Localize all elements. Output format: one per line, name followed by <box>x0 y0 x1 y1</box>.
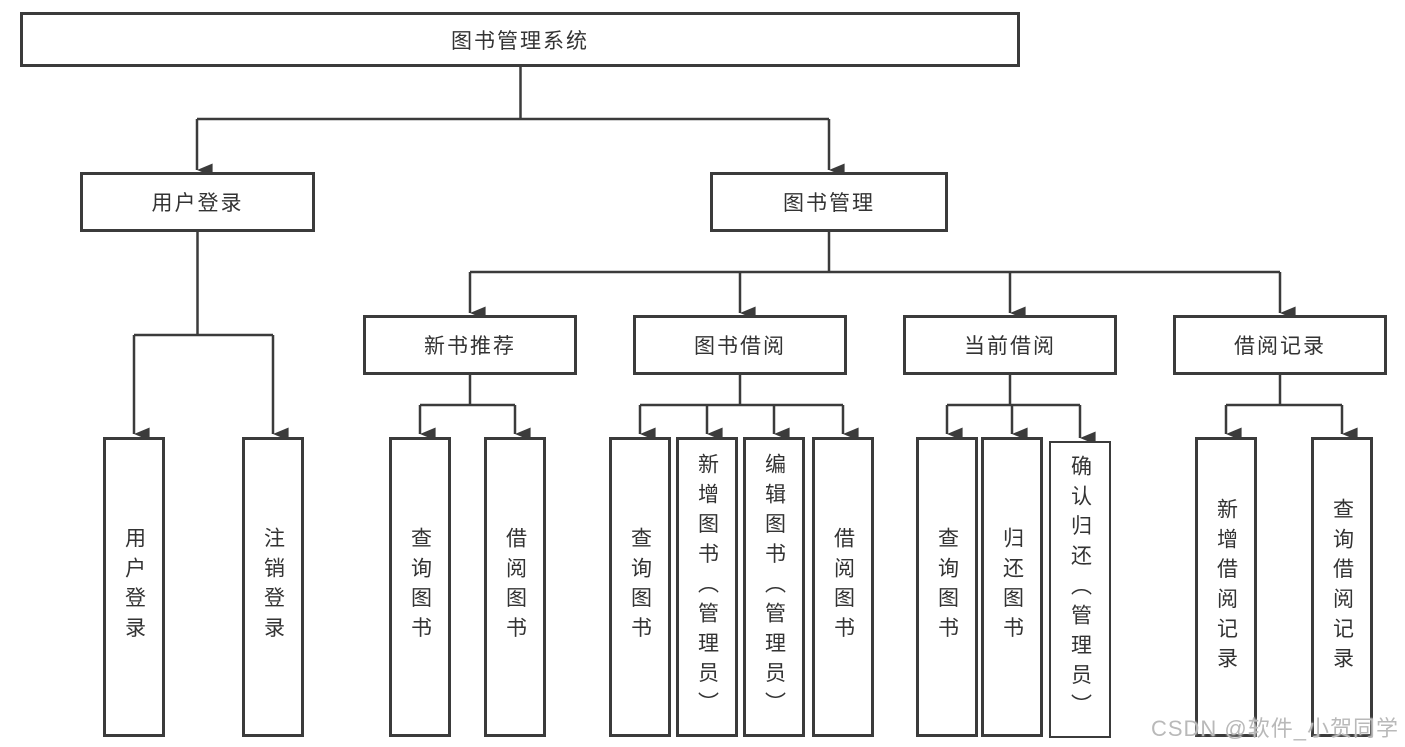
leaf-confirm-return-admin-label: 确认归还（管理员） <box>1068 455 1092 724</box>
leaf-add-books-admin: 新增图书（管理员） <box>676 437 738 737</box>
leaf-borrow-books-1-label: 借阅图书 <box>503 527 527 647</box>
leaf-add-books-admin-label: 新增图书（管理员） <box>695 452 719 722</box>
node-user-login-label: 用户登录 <box>151 192 244 215</box>
leaf-query-books-1-label: 查询图书 <box>408 527 432 647</box>
node-root: 图书管理系统 <box>20 12 1020 67</box>
leaf-query-borrow-record-label: 查询借阅记录 <box>1330 497 1354 677</box>
leaf-edit-books-admin-label: 编辑图书（管理员） <box>762 452 786 722</box>
leaf-return-books-label: 归还图书 <box>1000 527 1024 647</box>
leaf-query-books-1: 查询图书 <box>389 437 451 737</box>
node-new-book-recommend: 新书推荐 <box>363 315 577 375</box>
node-new-book-recommend-label: 新书推荐 <box>424 335 516 358</box>
leaf-borrow-books-2: 借阅图书 <box>812 437 874 737</box>
leaf-user-login: 用户登录 <box>103 437 165 737</box>
node-book-management-label: 图书管理 <box>783 192 875 215</box>
leaf-query-books-3: 查询图书 <box>916 437 978 737</box>
leaf-add-borrow-record-label: 新增借阅记录 <box>1214 497 1238 677</box>
node-user-login: 用户登录 <box>80 172 315 232</box>
leaf-query-books-3-label: 查询图书 <box>935 527 959 647</box>
leaf-query-borrow-record: 查询借阅记录 <box>1311 437 1373 737</box>
node-current-borrow-label: 当前借阅 <box>964 335 1056 358</box>
leaf-borrow-books-2-label: 借阅图书 <box>831 527 855 647</box>
node-current-borrow: 当前借阅 <box>903 315 1117 375</box>
leaf-user-login-label: 用户登录 <box>122 527 146 647</box>
node-book-management: 图书管理 <box>710 172 948 232</box>
leaf-confirm-return-admin: 确认归还（管理员） <box>1049 441 1111 738</box>
leaf-add-borrow-record: 新增借阅记录 <box>1195 437 1257 737</box>
node-book-borrow-label: 图书借阅 <box>694 335 786 358</box>
node-book-borrow: 图书借阅 <box>633 315 847 375</box>
leaf-query-books-2: 查询图书 <box>609 437 671 737</box>
leaf-borrow-books-1: 借阅图书 <box>484 437 546 737</box>
node-borrow-records-label: 借阅记录 <box>1234 335 1326 358</box>
node-root-label: 图书管理系统 <box>451 29 589 53</box>
leaf-edit-books-admin: 编辑图书（管理员） <box>743 437 805 737</box>
csdn-watermark: CSDN @软件_小贺同学 <box>1150 716 1399 741</box>
node-borrow-records: 借阅记录 <box>1173 315 1387 375</box>
leaf-logout-label: 注销登录 <box>261 527 285 647</box>
leaf-logout: 注销登录 <box>242 437 304 737</box>
leaf-query-books-2-label: 查询图书 <box>628 527 652 647</box>
leaf-return-books: 归还图书 <box>981 437 1043 737</box>
